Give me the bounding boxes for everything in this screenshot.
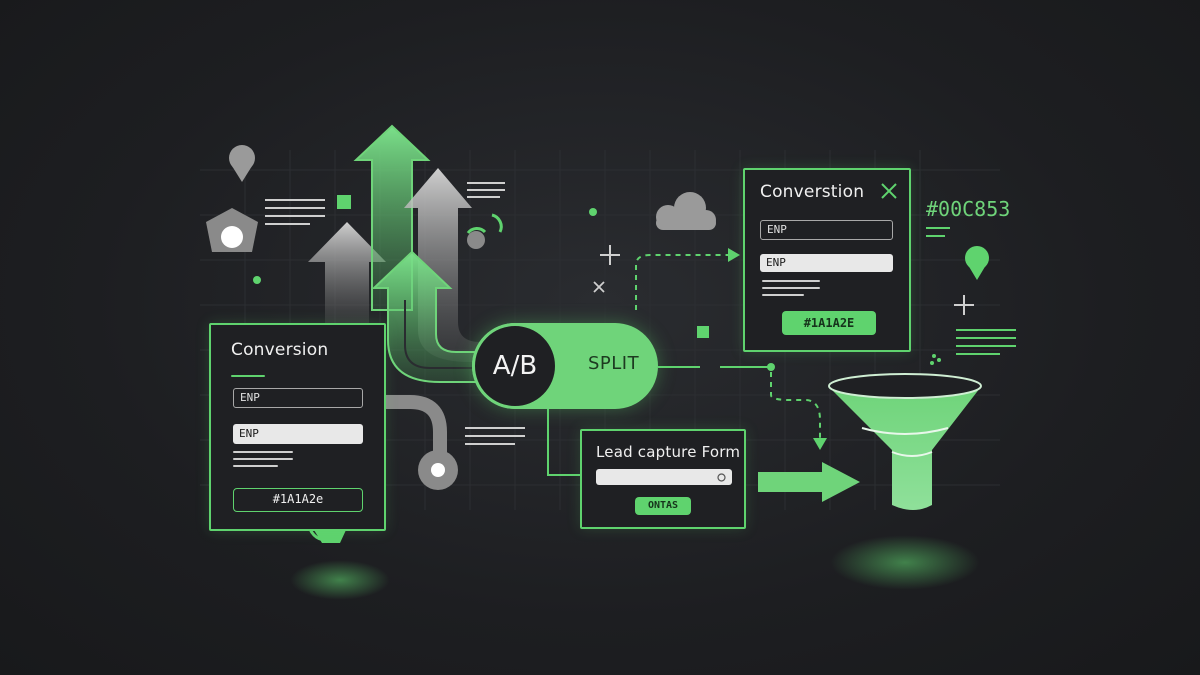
left-card-title: Conversion (231, 340, 329, 360)
dashed-connector-top (635, 254, 730, 310)
green-square (337, 195, 351, 209)
glow-left (290, 560, 390, 600)
left-conversion-card: Conversion ENP ENP #1A1A2e (209, 323, 386, 531)
left-card-text-line-1 (233, 451, 293, 453)
gray-pipe-connector (378, 395, 447, 469)
left-card-title-underline (231, 375, 265, 377)
gray-arrow-left (308, 222, 386, 325)
green-arrow-to-funnel (758, 462, 860, 502)
text-lines-decor-1 (467, 182, 505, 198)
text-lines-decor-2 (265, 199, 325, 225)
spinner-icon (466, 213, 503, 249)
dashed-arrowhead-top (728, 248, 740, 262)
right-card-button[interactable]: #1A1A2E (782, 311, 876, 335)
hex-color-label: #00C853 (926, 197, 1011, 221)
dashed-arrowhead-funnel (813, 438, 827, 450)
plus-icon-2 (954, 295, 974, 315)
green-dot-2 (589, 208, 597, 216)
connector-to-lead-form (547, 405, 582, 476)
pentagon-node-icon (206, 208, 258, 252)
ab-split-circle: A/B (472, 323, 558, 409)
green-dot (253, 276, 261, 284)
location-pin-icon (229, 145, 255, 182)
right-card-text-line-2 (762, 287, 820, 289)
lead-form-input-radio-icon (717, 473, 726, 482)
right-conversion-card: Converstion ENP ENP #1A1A2E (743, 168, 911, 352)
left-card-text-line-2 (233, 458, 293, 460)
left-card-field-2[interactable]: ENP (233, 424, 363, 444)
location-pin-green-icon (965, 246, 989, 280)
close-icon[interactable] (881, 183, 897, 199)
left-card-text-line-3 (233, 465, 278, 467)
left-card-button[interactable]: #1A1A2e (233, 488, 363, 512)
lead-form-input[interactable] (596, 469, 732, 485)
cloud-icon (656, 192, 716, 230)
right-card-field-2[interactable]: ENP (760, 254, 893, 272)
right-card-text-line-3 (762, 294, 804, 296)
funnel-icon (828, 373, 982, 510)
text-lines-decor-3 (465, 427, 525, 445)
green-square-2 (697, 326, 709, 338)
right-card-title: Converstion (760, 182, 865, 202)
text-lines-decor-5 (956, 329, 1016, 355)
sparkle-icon (930, 354, 941, 365)
connector-node (767, 363, 775, 371)
text-lines-decor-4 (926, 227, 950, 237)
split-input-path (404, 300, 478, 369)
right-card-text-line-1 (762, 280, 820, 282)
glow-right (830, 535, 980, 590)
dashed-connector-funnel (770, 372, 821, 440)
right-card-field-1[interactable]: ENP (760, 220, 893, 240)
lead-capture-form: Lead capture Form ONTAS (580, 429, 746, 529)
plus-icon (600, 245, 620, 265)
left-card-field-1[interactable]: ENP (233, 388, 363, 408)
green-arrow-curved (371, 250, 479, 383)
lead-form-button[interactable]: ONTAS (635, 497, 691, 515)
lead-form-title: Lead capture Form (596, 443, 741, 461)
close-small-icon (593, 281, 605, 293)
pipe-knob-center (431, 463, 445, 477)
ab-split-label: SPLIT (588, 353, 640, 374)
